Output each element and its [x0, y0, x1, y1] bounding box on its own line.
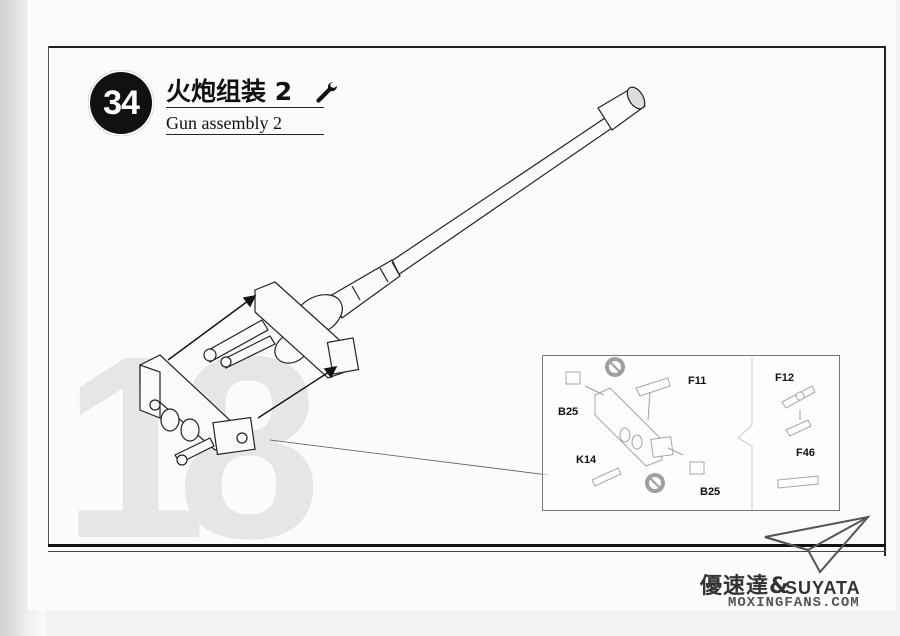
- gun-barrel: [389, 117, 613, 276]
- step-number-badge: 34: [88, 70, 154, 136]
- frame-right-rule: [884, 46, 886, 556]
- part-label-f11: F11: [688, 375, 707, 387]
- frame-bottom-rule: [48, 544, 886, 547]
- watermark-url: MOXINGFANS.COM: [728, 595, 860, 611]
- title-underline: [166, 107, 324, 108]
- part-label-b25-top: B25: [558, 406, 579, 418]
- wrench-icon: [316, 81, 338, 103]
- title-underline-bottom: [166, 134, 324, 135]
- step-title-english: Gun assembly 2: [166, 113, 282, 133]
- frame-bottom-rule-thin: [48, 551, 886, 552]
- part-label-b25-bottom: B25: [700, 486, 721, 498]
- detail-inset-box: [542, 355, 840, 511]
- part-label-f12: F12: [775, 372, 794, 384]
- frame-top-rule: [48, 46, 886, 48]
- watermark-english: SUYATA: [785, 578, 861, 598]
- part-label-f46: F46: [796, 447, 815, 459]
- suyata-logo-icon: [764, 515, 870, 574]
- frame-left-rule: [48, 46, 49, 546]
- watermark-chinese: 優速達&: [700, 574, 790, 599]
- step-number: 34: [103, 83, 140, 122]
- step-title-chinese: 火炮组装 2: [166, 77, 293, 106]
- part-label-k14: K14: [576, 454, 597, 466]
